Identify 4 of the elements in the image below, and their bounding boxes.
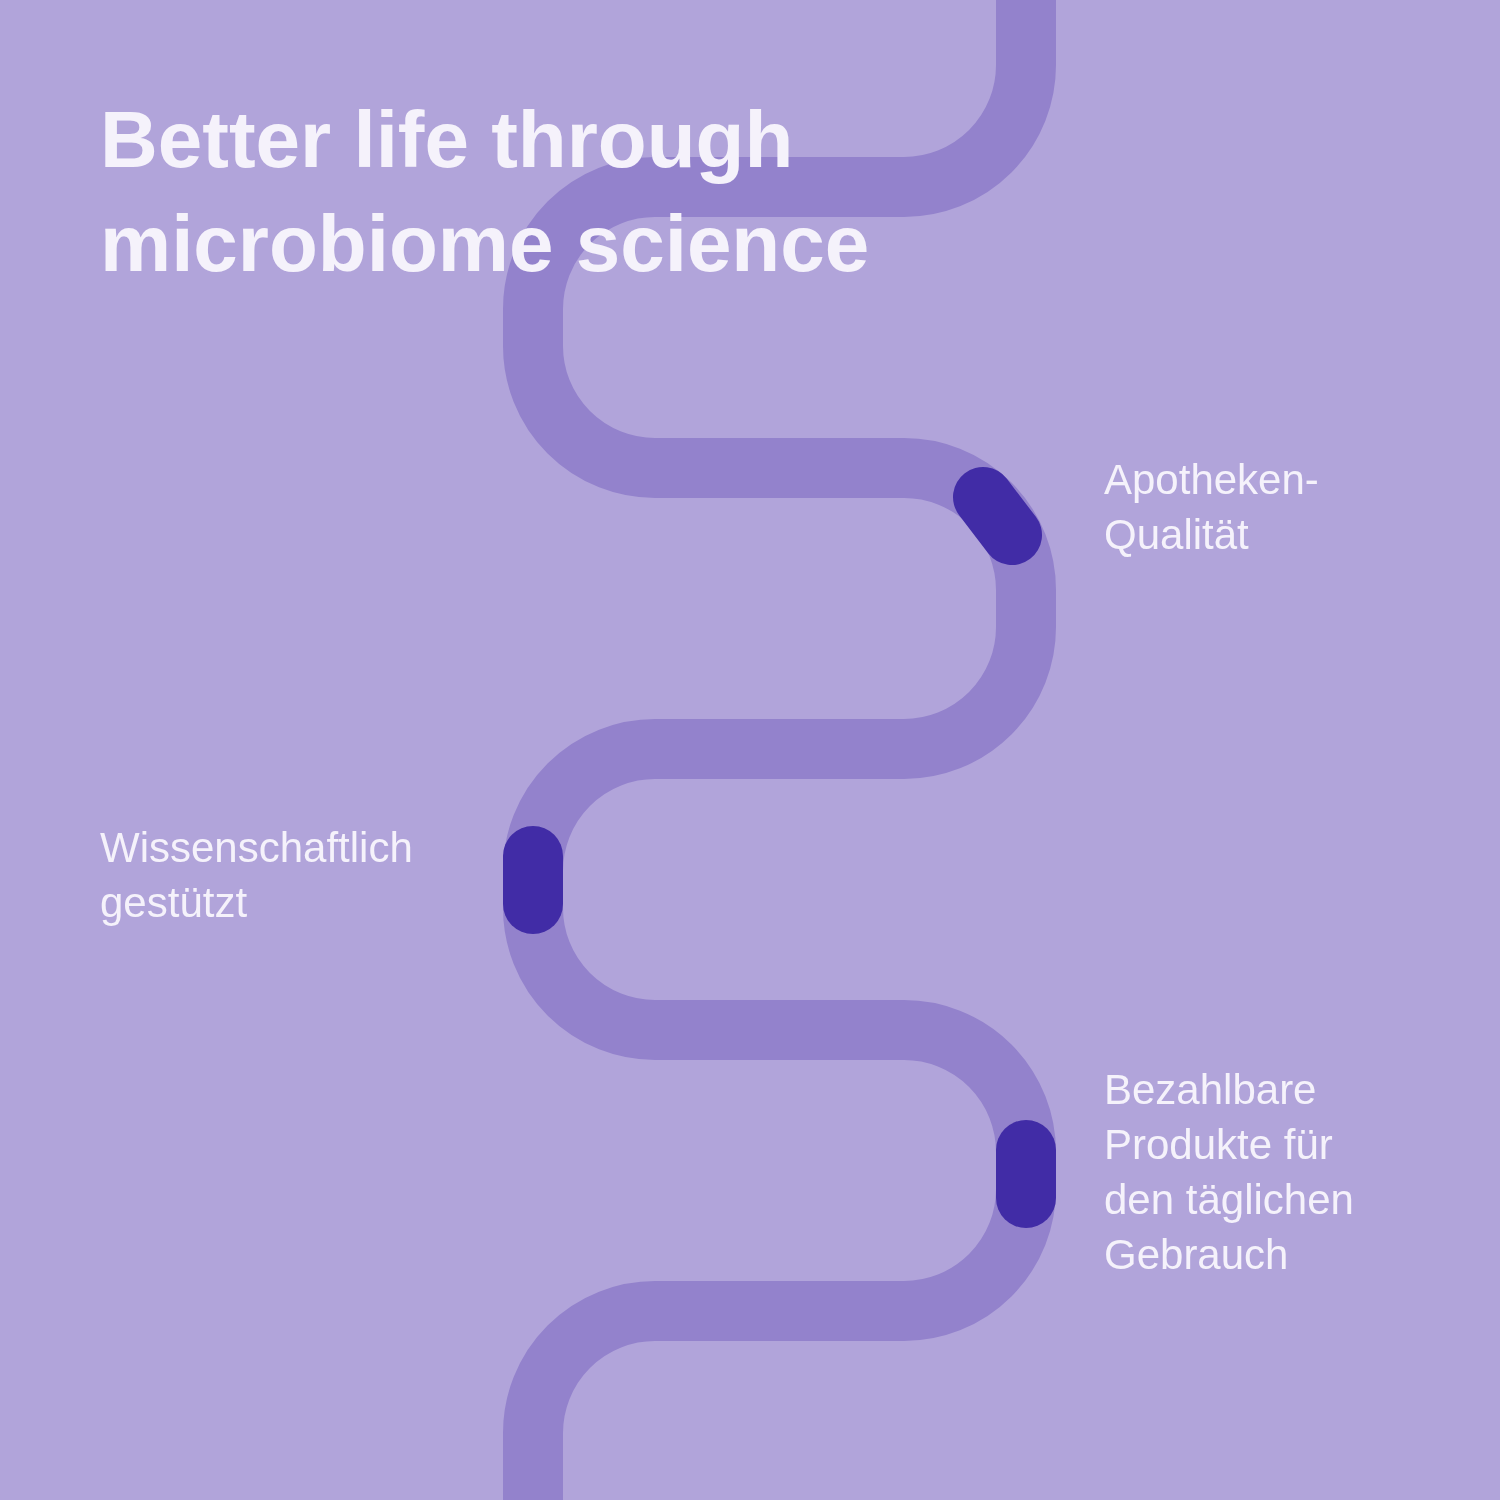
feature-label: Apotheken-Qualität bbox=[1104, 455, 1320, 560]
feature-label: Bezahlbare Produkte für den täglichen Gebrauch bbox=[1104, 1065, 1355, 1280]
title: Better life through microbiome science bbox=[100, 94, 871, 290]
feature-label: Wissenschaftlich gestützt bbox=[100, 823, 414, 928]
